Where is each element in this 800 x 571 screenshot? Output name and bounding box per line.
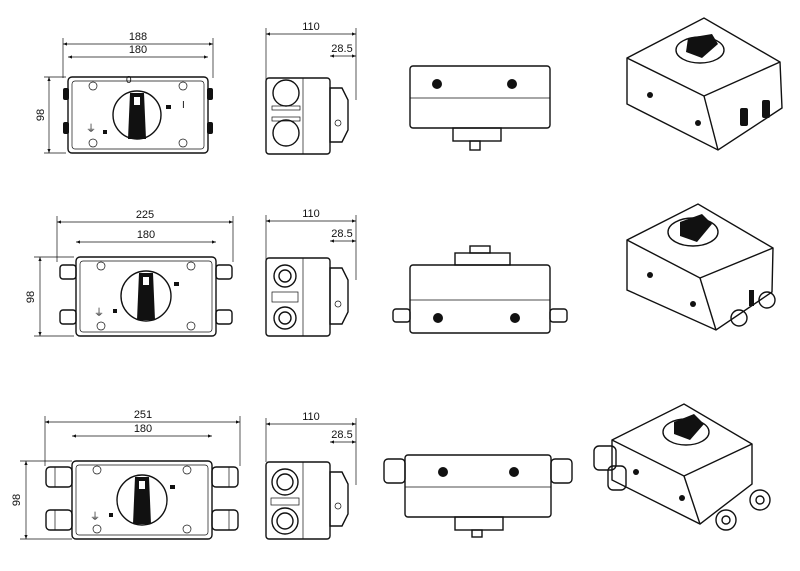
svg-text:⏚: ⏚ (94, 307, 104, 319)
front-view-3: 251 180 98 ⏚ (11, 409, 241, 540)
top-view-3 (383, 454, 573, 538)
svg-text:⏚: ⏚ (86, 123, 96, 135)
iso-view-2 (626, 203, 776, 331)
dim-overall-width: 188 (129, 31, 147, 43)
dim-knob-depth: 28.5 (331, 228, 352, 240)
top-view-2 (392, 245, 568, 334)
side-view-1: 110 28.5 (265, 21, 357, 155)
row-3: 251 180 98 ⏚ (11, 403, 771, 540)
side-view-2: 110 28.5 (265, 208, 357, 337)
side-view-3: 110 28.5 (265, 411, 357, 540)
iso-view-3 (593, 403, 771, 531)
dim-inner-width: 180 (129, 44, 147, 56)
dim-depth: 110 (302, 21, 320, 33)
dim-depth: 110 (302, 208, 320, 220)
dim-overall-width: 225 (136, 209, 154, 221)
svg-text:⏚: ⏚ (90, 511, 100, 523)
dim-height: 98 (11, 494, 23, 506)
dim-inner-width: 180 (134, 423, 152, 435)
top-view-1 (409, 65, 551, 151)
front-view-1: 188 180 98 0 I ⏚ (35, 31, 214, 154)
row-2: 225 180 98 ⏚ (25, 203, 776, 337)
dim-inner-width: 180 (137, 229, 155, 241)
svg-text:0: 0 (126, 75, 132, 86)
svg-text:I: I (182, 100, 185, 111)
dim-depth: 110 (302, 411, 320, 423)
row-1: 188 180 98 0 I ⏚ (35, 17, 783, 155)
dim-height: 98 (25, 291, 37, 303)
dim-overall-width: 251 (134, 409, 152, 421)
front-view-2: 225 180 98 ⏚ (25, 209, 234, 337)
dim-knob-depth: 28.5 (331, 43, 352, 55)
rotary-knob (112, 90, 162, 140)
dim-knob-depth: 28.5 (331, 429, 352, 441)
iso-view-1 (626, 17, 783, 151)
dim-height: 98 (35, 109, 47, 121)
